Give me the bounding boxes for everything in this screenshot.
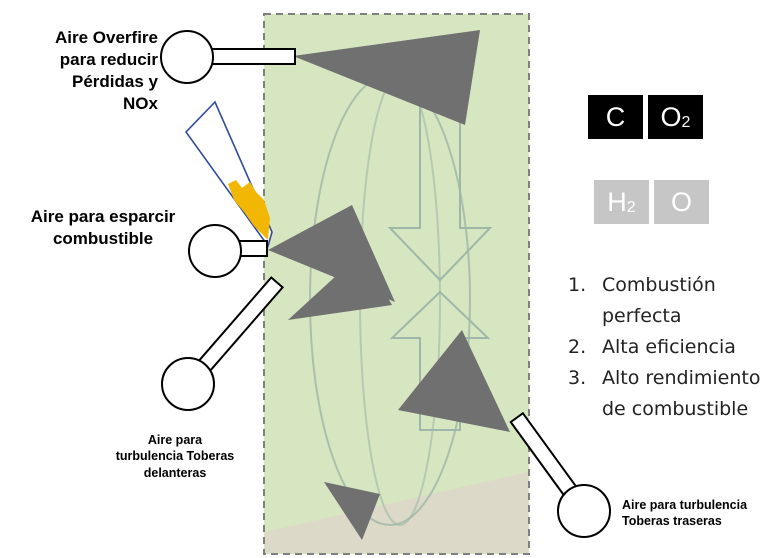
spread-label-line: combustible: [52, 229, 154, 249]
front-label-line: Aire para: [147, 433, 203, 447]
co2-c-box: C: [588, 95, 643, 139]
front-label: Aire para turbulencia Toberas delanteras: [90, 432, 260, 481]
overfire-nozzle-head: [160, 30, 214, 84]
front-label-line: turbulencia Toberas: [115, 449, 235, 464]
rear-flame: [398, 330, 510, 432]
rear-nozzle-head: [557, 484, 611, 538]
overfire-label-line: para reducir: [59, 50, 158, 70]
overfire-label-line: Aire Overfire: [55, 28, 158, 47]
front-label-line: delanteras: [143, 465, 207, 480]
overfire-label-line: Pérdidas y: [72, 72, 158, 92]
rear-label-line: Aire para turbulencia: [622, 498, 748, 512]
result-number: 2.: [568, 336, 587, 358]
spread-label-line: Aire para esparcir: [30, 207, 176, 226]
overfire-label: Aire Overfire para reducir Pérdidas y NO…: [30, 27, 158, 115]
overfire-label-line: NOx: [123, 94, 158, 114]
h2o-subscript: 2: [626, 199, 636, 216]
result-item: 2. Alta eficiencia: [568, 332, 760, 363]
front-nozzle-head: [161, 357, 215, 411]
spread-label: Aire para esparcir combustible: [18, 206, 188, 250]
bottom-flame: [324, 482, 380, 540]
h2o-o-box: O: [654, 180, 709, 224]
result-item: 3. Alto rendimiento de combustible: [568, 363, 760, 425]
result-line: de combustible: [602, 398, 749, 420]
rear-label: Aire para turbulencia Toberas traseras: [622, 497, 772, 530]
h2o-o-text: O: [670, 186, 692, 217]
ash-bed: [265, 472, 528, 553]
front-flame: [288, 252, 392, 320]
fuel-stream: [228, 180, 270, 240]
spread-nozzle-head: [188, 224, 242, 278]
combustion-chamber: [263, 13, 530, 555]
result-line: perfecta: [602, 305, 682, 327]
overfire-nozzle-pipe: [204, 48, 296, 65]
result-number: 1.: [568, 274, 587, 296]
result-line: Alta eficiencia: [602, 336, 736, 358]
h2o-h-text: H: [607, 186, 627, 217]
overfire-flame: [293, 30, 480, 125]
co2-c-text: C: [605, 101, 626, 132]
rear-label-line: Toberas traseras: [622, 514, 722, 529]
result-item: 1. Combustión perfecta: [568, 270, 760, 332]
results-list: 1. Combustión perfecta 2. Alta eficienci…: [568, 270, 760, 425]
co2-subscript: 2: [681, 114, 691, 131]
result-line: Combustión: [602, 274, 716, 296]
result-number: 3.: [568, 367, 587, 389]
result-line: Alto rendimiento: [602, 367, 761, 389]
co2-o-text: O: [660, 101, 682, 132]
